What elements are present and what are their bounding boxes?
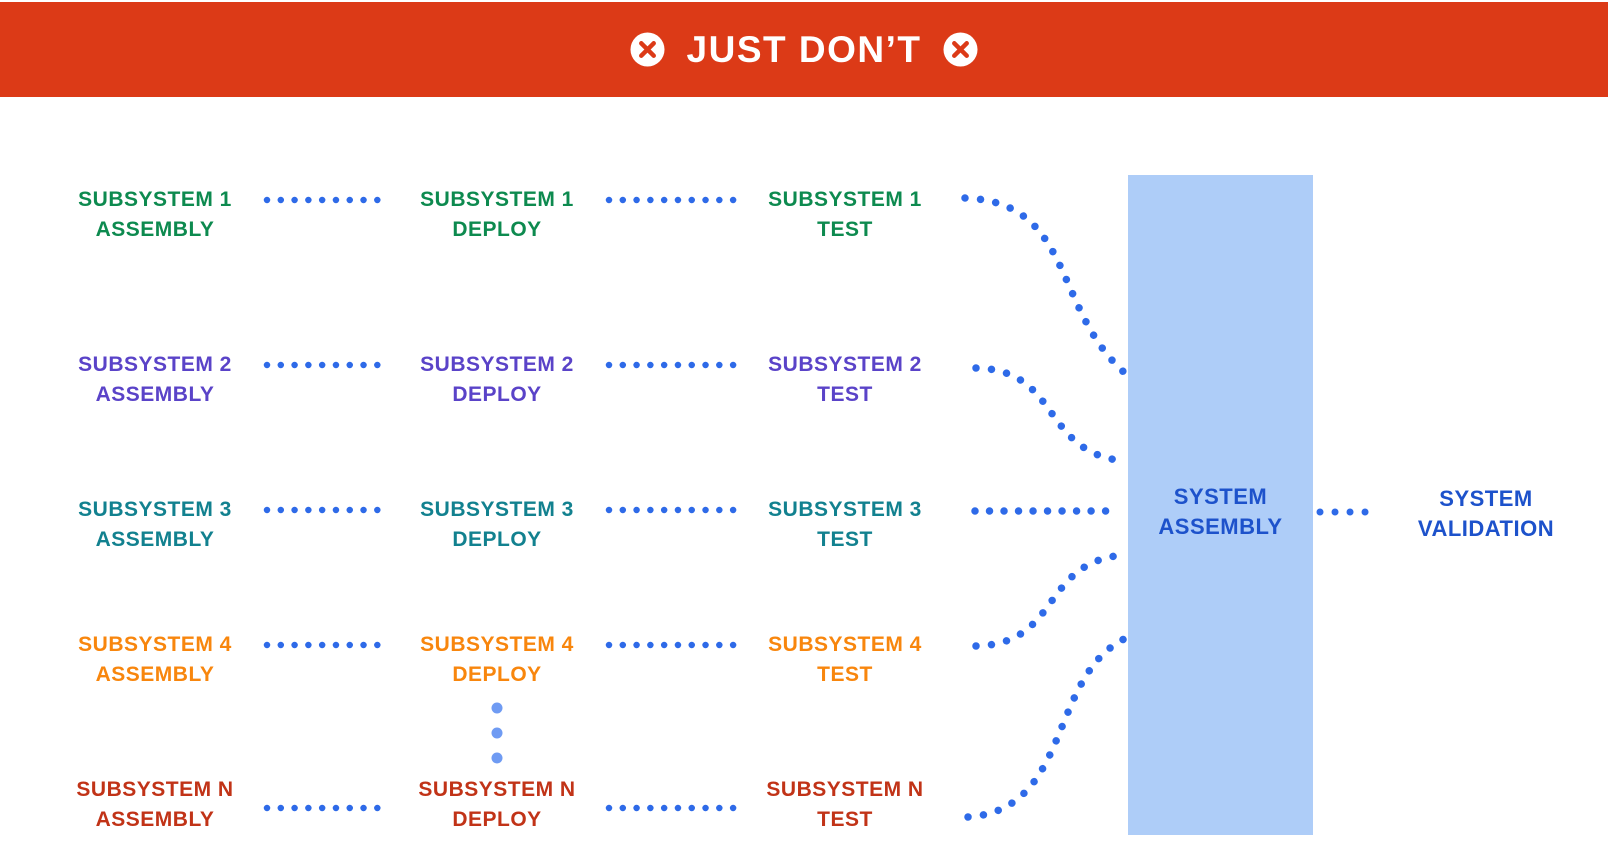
subsystem-name: SUBSYSTEM 2 xyxy=(768,353,922,376)
subsystem-name: SUBSYSTEM 3 xyxy=(768,498,922,521)
x-circle-icon xyxy=(943,32,978,67)
subsystem-3-deploy-label: SUBSYSTEM 3 DEPLOY xyxy=(420,495,574,555)
subsystem-1-test-label: SUBSYSTEM 1 TEST xyxy=(768,185,922,245)
stage-name: DEPLOY xyxy=(452,528,542,551)
stage-name: ASSEMBLY xyxy=(95,808,215,831)
ellipsis-dot xyxy=(491,752,503,764)
dotted-curve xyxy=(961,194,1130,378)
stage-name: TEST xyxy=(817,383,873,406)
subsystem-4-test-label: SUBSYSTEM 4 TEST xyxy=(768,630,922,690)
system-assembly-box: SYSTEM ASSEMBLY xyxy=(1128,175,1313,835)
subsystem-n-assembly-label: SUBSYSTEM N ASSEMBLY xyxy=(76,775,233,835)
stage-name: ASSEMBLY xyxy=(95,383,215,406)
subsystem-n-deploy-label: SUBSYSTEM N DEPLOY xyxy=(418,775,575,835)
subsystem-name: SUBSYSTEM 4 xyxy=(420,633,574,656)
subsystem-name: SUBSYSTEM 4 xyxy=(78,633,232,656)
subsystem-name: SUBSYSTEM 1 xyxy=(420,188,574,211)
stage-name: DEPLOY xyxy=(452,663,542,686)
subsystem-1-deploy-label: SUBSYSTEM 1 DEPLOY xyxy=(420,185,574,245)
system-validation-line2: VALIDATION xyxy=(1417,516,1555,541)
dotted-curve xyxy=(972,364,1128,465)
subsystem-2-assembly-label: SUBSYSTEM 2 ASSEMBLY xyxy=(78,350,232,410)
ellipsis-dot xyxy=(491,702,503,714)
subsystem-3-test-label: SUBSYSTEM 3 TEST xyxy=(768,495,922,555)
system-assembly-label-line1: SYSTEM xyxy=(1173,484,1268,509)
subsystem-name: SUBSYSTEM 3 xyxy=(420,498,574,521)
stage-name: TEST xyxy=(817,808,873,831)
subsystem-name: SUBSYSTEM N xyxy=(766,778,924,801)
subsystem-4-assembly-label: SUBSYSTEM 4 ASSEMBLY xyxy=(78,630,232,690)
stage-name: TEST xyxy=(817,663,873,686)
subsystem-2-test-label: SUBSYSTEM 2 TEST xyxy=(768,350,922,410)
subsystem-name: SUBSYSTEM 1 xyxy=(78,188,232,211)
subsystem-3-assembly-label: SUBSYSTEM 3 ASSEMBLY xyxy=(78,495,232,555)
dotted-curve xyxy=(964,635,1128,821)
subsystem-name: SUBSYSTEM 2 xyxy=(78,353,232,376)
subsystem-1-assembly-label: SUBSYSTEM 1 ASSEMBLY xyxy=(78,185,232,245)
subsystem-name: SUBSYSTEM N xyxy=(76,778,234,801)
stage-name: ASSEMBLY xyxy=(95,218,215,241)
stage-name: TEST xyxy=(817,218,873,241)
stage-name: ASSEMBLY xyxy=(95,528,215,551)
banner: JUST DON’T xyxy=(0,2,1608,97)
stage-name: ASSEMBLY xyxy=(95,663,215,686)
stage-name: TEST xyxy=(817,528,873,551)
subsystem-4-deploy-label: SUBSYSTEM 4 DEPLOY xyxy=(420,630,574,690)
subsystem-name: SUBSYSTEM 3 xyxy=(78,498,232,521)
system-validation-label: SYSTEM VALIDATION xyxy=(1418,484,1554,544)
subsystem-2-deploy-label: SUBSYSTEM 2 DEPLOY xyxy=(420,350,574,410)
stage-name: DEPLOY xyxy=(452,808,542,831)
subsystem-name: SUBSYSTEM 4 xyxy=(768,633,922,656)
system-assembly-label-line2: ASSEMBLY xyxy=(1158,514,1283,539)
subsystem-name: SUBSYSTEM 1 xyxy=(768,188,922,211)
ellipsis-dot xyxy=(491,727,503,739)
x-circle-icon xyxy=(630,32,665,67)
subsystem-name: SUBSYSTEM N xyxy=(418,778,576,801)
dotted-curve xyxy=(972,551,1128,650)
stage-name: DEPLOY xyxy=(452,383,542,406)
stage-name: DEPLOY xyxy=(452,218,542,241)
system-validation-line1: SYSTEM xyxy=(1439,486,1533,511)
subsystem-n-test-label: SUBSYSTEM N TEST xyxy=(766,775,923,835)
banner-title: JUST DON’T xyxy=(686,28,922,70)
subsystem-name: SUBSYSTEM 2 xyxy=(420,353,574,376)
